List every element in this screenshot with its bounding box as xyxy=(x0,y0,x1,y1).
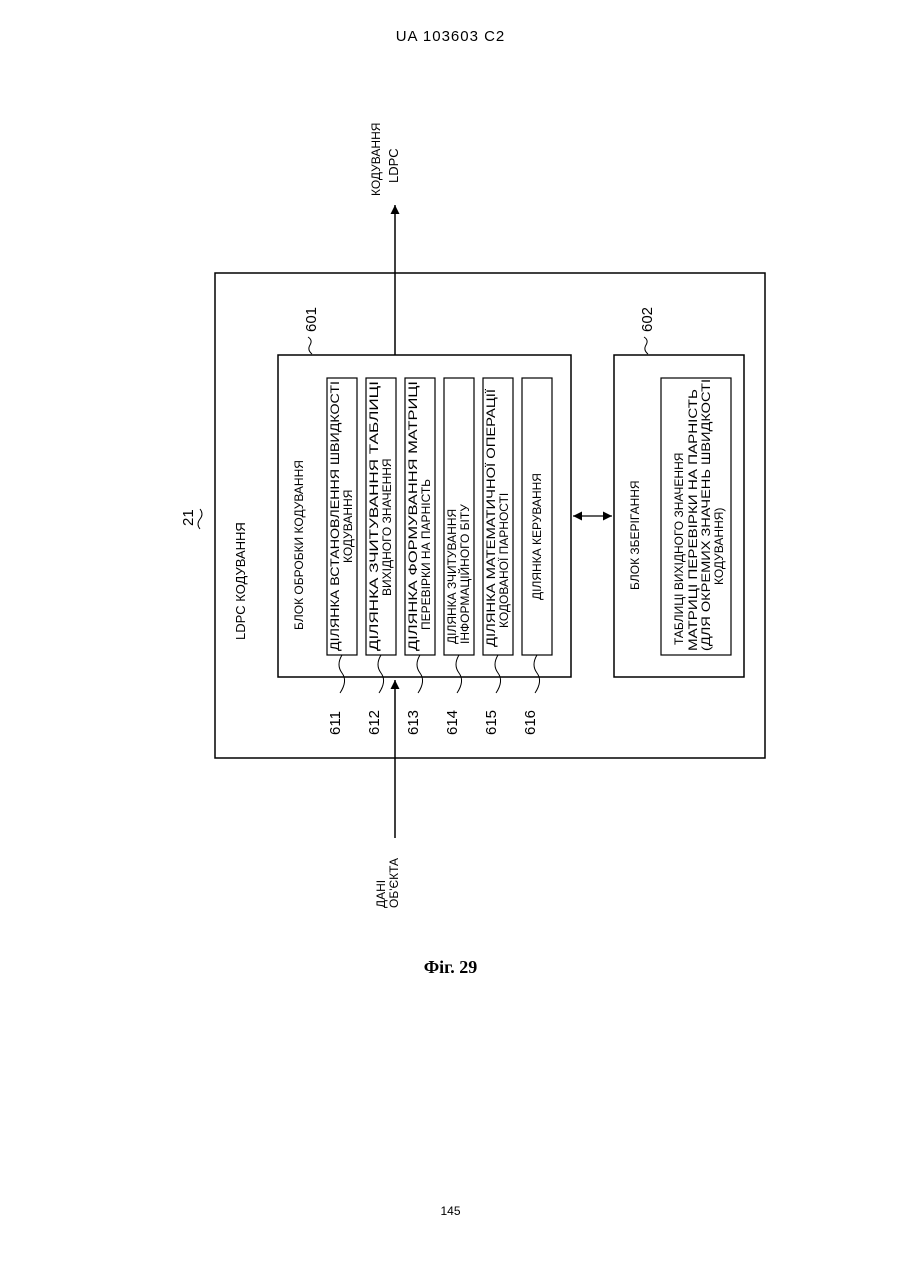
ref-616-leader xyxy=(534,655,540,693)
section-615-line1: ДІЛЯНКА МАТЕМАТИЧНОЇ ОПЕРАЦІЇ xyxy=(484,388,498,647)
tables-line4: КОДУВАННЯ) xyxy=(712,508,726,585)
tables-line2: МАТРИЦІ ПЕРЕВІРКИ НА ПАРНІСТЬ xyxy=(686,389,700,651)
input-label-line2: ОБ'ЄКТА xyxy=(387,858,401,908)
section-612-line2: ВИХІДНОГО ЗНАЧЕННЯ xyxy=(380,458,394,596)
page-number: 145 xyxy=(0,1204,901,1218)
input-label-line1: ДАНІ xyxy=(374,880,388,908)
section-615-line2: КОДОВАНОЇ ПАРНОСТІ xyxy=(497,493,511,628)
section-614-line1: ДІЛЯНКА ЗЧИТУВАННЯ xyxy=(445,509,459,644)
ref-614-leader xyxy=(456,655,462,693)
section-614-line2: ІНФОРМАЦІЙНОГО БІТУ xyxy=(457,504,472,644)
figure-caption: Фіг. 29 xyxy=(0,957,901,978)
ref-611: 611 xyxy=(327,711,344,735)
section-611-line2: КОДУВАННЯ xyxy=(341,490,355,563)
output-label-line2: LDPC xyxy=(386,148,401,183)
output-label-line1: КОДУВАННЯ xyxy=(369,123,383,196)
ref-615-leader xyxy=(495,655,501,693)
ref-601-leader xyxy=(308,337,312,354)
ref-21: 21 xyxy=(180,509,197,526)
ref-613-leader xyxy=(417,655,423,693)
ref-602: 602 xyxy=(639,307,656,332)
ref-614: 614 xyxy=(444,710,461,735)
section-616-line1: ДІЛЯНКА КЕРУВАННЯ xyxy=(530,473,544,600)
encoding-processing-label: БЛОК ОБРОБКИ КОДУВАННЯ xyxy=(292,460,306,630)
ref-616: 616 xyxy=(522,710,539,735)
ref-612: 612 xyxy=(366,710,383,735)
ref-601: 601 xyxy=(303,307,320,332)
ldpc-encoder-label: LDPC КОДУВАННЯ xyxy=(233,522,248,640)
ref-611-leader xyxy=(339,655,345,693)
ref-612-leader xyxy=(378,655,384,693)
ref-21-leader xyxy=(198,509,202,529)
section-613-line2: ПЕРЕВІРКИ НА ПАРНІСТЬ xyxy=(419,479,433,630)
section-612-line1: ДІЛЯНКА ЗЧИТУВАННЯ ТАБЛИЦІ xyxy=(367,381,381,651)
section-611-line1: ДІЛЯНКА ВСТАНОВЛЕННЯ ШВИДКОСТІ xyxy=(328,381,342,651)
storage-block-label: БЛОК ЗБЕРІГАННЯ xyxy=(628,480,642,590)
ref-613: 613 xyxy=(405,710,422,735)
ref-602-leader xyxy=(644,337,648,354)
section-613-line1: ДІЛЯНКА ФОРМУВАННЯ МАТРИЦІ xyxy=(406,381,420,651)
tables-line3: (ДЛЯ ОКРЕМИХ ЗНАЧЕНЬ ШВИДКОСТІ xyxy=(699,379,713,651)
tables-line1: ТАБЛИЦІ ВИХІДНОГО ЗНАЧЕННЯ xyxy=(672,453,686,645)
ref-615: 615 xyxy=(483,710,500,735)
